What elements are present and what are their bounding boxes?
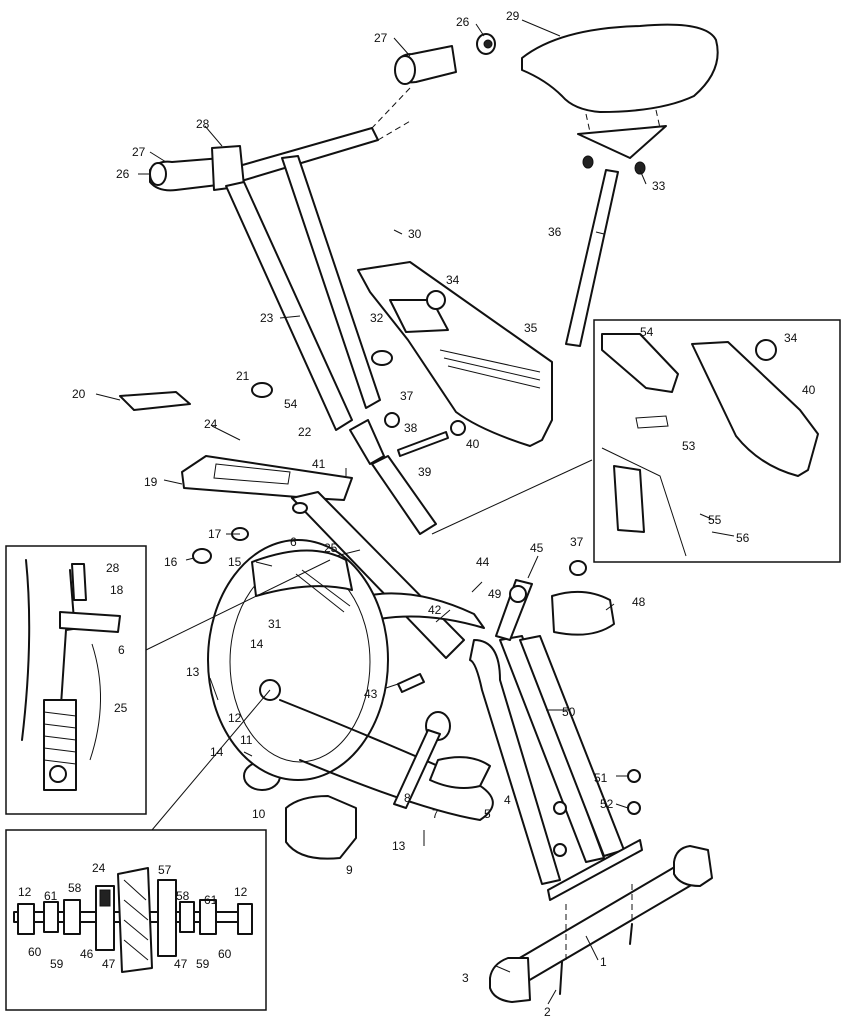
callout-4: 4	[504, 793, 511, 807]
callout-28: 28	[196, 117, 210, 131]
inset-brake-labels: 28 18 6 25	[106, 561, 128, 715]
callout-38: 38	[404, 421, 418, 435]
callout-12: 12	[228, 711, 242, 725]
inset-brake-callout-18: 18	[110, 583, 124, 597]
callout-26a: 26	[116, 167, 130, 181]
inset-seat-callout-56: 56	[736, 531, 750, 545]
fasteners	[119, 350, 641, 857]
callout-49: 49	[488, 587, 502, 601]
callout-15: 15	[228, 555, 242, 569]
hand-grip-part	[371, 33, 496, 141]
inset-seat-labels: 54 34 40 53 55 56	[640, 325, 816, 545]
main-frame	[181, 419, 625, 885]
callout-19: 19	[144, 475, 158, 489]
inset-axle-callout-46: 46	[80, 947, 94, 961]
inset-brake-callout-25: 25	[114, 701, 128, 715]
inset-axle-callout-47b: 47	[174, 957, 188, 971]
inset-axle-callout-58b: 58	[176, 889, 190, 903]
callout-6: 6	[290, 535, 297, 549]
callout-42: 42	[428, 603, 442, 617]
callout-52: 52	[600, 797, 614, 811]
callout-50: 50	[562, 705, 576, 719]
callout-43: 43	[364, 687, 378, 701]
callout-27a: 27	[132, 145, 146, 159]
callout-labels: 1 2 3 4 5 6 7 8 9 10 11 12 13 13 14 14 1…	[72, 9, 666, 1019]
callout-33: 33	[652, 179, 666, 193]
callout-48: 48	[632, 595, 646, 609]
callout-10: 10	[252, 807, 266, 821]
callout-20: 20	[72, 387, 86, 401]
callout-16: 16	[164, 555, 178, 569]
callout-5: 5	[484, 807, 491, 821]
inset-seat-callout-53: 53	[682, 439, 696, 453]
crank-pedal-assembly	[285, 590, 615, 860]
inset-axle-callout-47a: 47	[102, 957, 116, 971]
callout-29: 29	[506, 9, 520, 23]
seat-support-housing	[357, 261, 553, 447]
callout-13b: 13	[392, 839, 406, 853]
callout-44: 44	[476, 555, 490, 569]
inset-axle-callout-59a: 59	[50, 957, 64, 971]
inset-axle-callout-61a: 61	[44, 889, 58, 903]
inset-axle-callout-58a: 58	[68, 881, 82, 895]
leader-lines	[95, 19, 647, 1005]
callout-11: 11	[240, 733, 253, 747]
inset-axle-labels: 12 61 58 60 59 46 24 47 57 58 47 61 12 5…	[18, 861, 248, 971]
callout-1: 1	[600, 955, 607, 969]
callout-17: 17	[208, 527, 222, 541]
inset-axle-callout-12b: 12	[234, 885, 248, 899]
callout-54: 54	[284, 397, 298, 411]
callout-36: 36	[548, 225, 562, 239]
callout-25: 25	[324, 541, 338, 555]
callout-37b: 37	[570, 535, 584, 549]
callout-45: 45	[530, 541, 544, 555]
callout-51: 51	[594, 771, 608, 785]
inset-seat-callout-34: 34	[784, 331, 798, 345]
callout-8: 8	[404, 791, 411, 805]
callout-2: 2	[544, 1005, 551, 1019]
inset-brake-detail	[5, 545, 147, 815]
inset-seat-callout-54: 54	[640, 325, 654, 339]
callout-22: 22	[298, 425, 312, 439]
callout-31: 31	[268, 617, 282, 631]
callout-35: 35	[524, 321, 538, 335]
callout-27b: 27	[374, 31, 388, 45]
callout-23: 23	[260, 311, 274, 325]
callout-24: 24	[204, 417, 218, 431]
callout-41: 41	[312, 457, 326, 471]
callout-32: 32	[370, 311, 384, 325]
callout-30: 30	[408, 227, 422, 241]
inset-axle-callout-12a: 12	[18, 885, 32, 899]
callout-40: 40	[466, 437, 480, 451]
inset-seat-callout-55: 55	[708, 513, 722, 527]
callout-37a: 37	[400, 389, 414, 403]
callout-34: 34	[446, 273, 460, 287]
inset-seat-callout-40: 40	[802, 383, 816, 397]
inset-axle-callout-59b: 59	[196, 957, 210, 971]
callout-9: 9	[346, 863, 353, 877]
callout-21: 21	[236, 369, 250, 383]
callout-14a: 14	[250, 637, 264, 651]
callout-26b: 26	[456, 15, 470, 29]
callout-13a: 13	[186, 665, 200, 679]
inset-brake-callout-28: 28	[106, 561, 120, 575]
inset-brake-callout-6: 6	[118, 643, 125, 657]
seat-assembly	[521, 23, 719, 347]
callout-14b: 14	[210, 745, 224, 759]
inset-axle-callout-60b: 60	[218, 947, 232, 961]
inset-axle-callout-57: 57	[158, 863, 172, 877]
inset-axle-callout-24: 24	[92, 861, 106, 875]
inset-seat-bracket	[593, 319, 841, 563]
inset-axle-callout-60a: 60	[28, 945, 42, 959]
callout-3: 3	[462, 971, 469, 985]
callout-7: 7	[432, 807, 439, 821]
inset-axle-detail	[5, 829, 267, 1011]
inset-axle-callout-61b: 61	[204, 893, 218, 907]
callout-39: 39	[418, 465, 432, 479]
rear-stabilizer	[489, 839, 713, 1003]
handlebar-assembly	[149, 127, 381, 431]
